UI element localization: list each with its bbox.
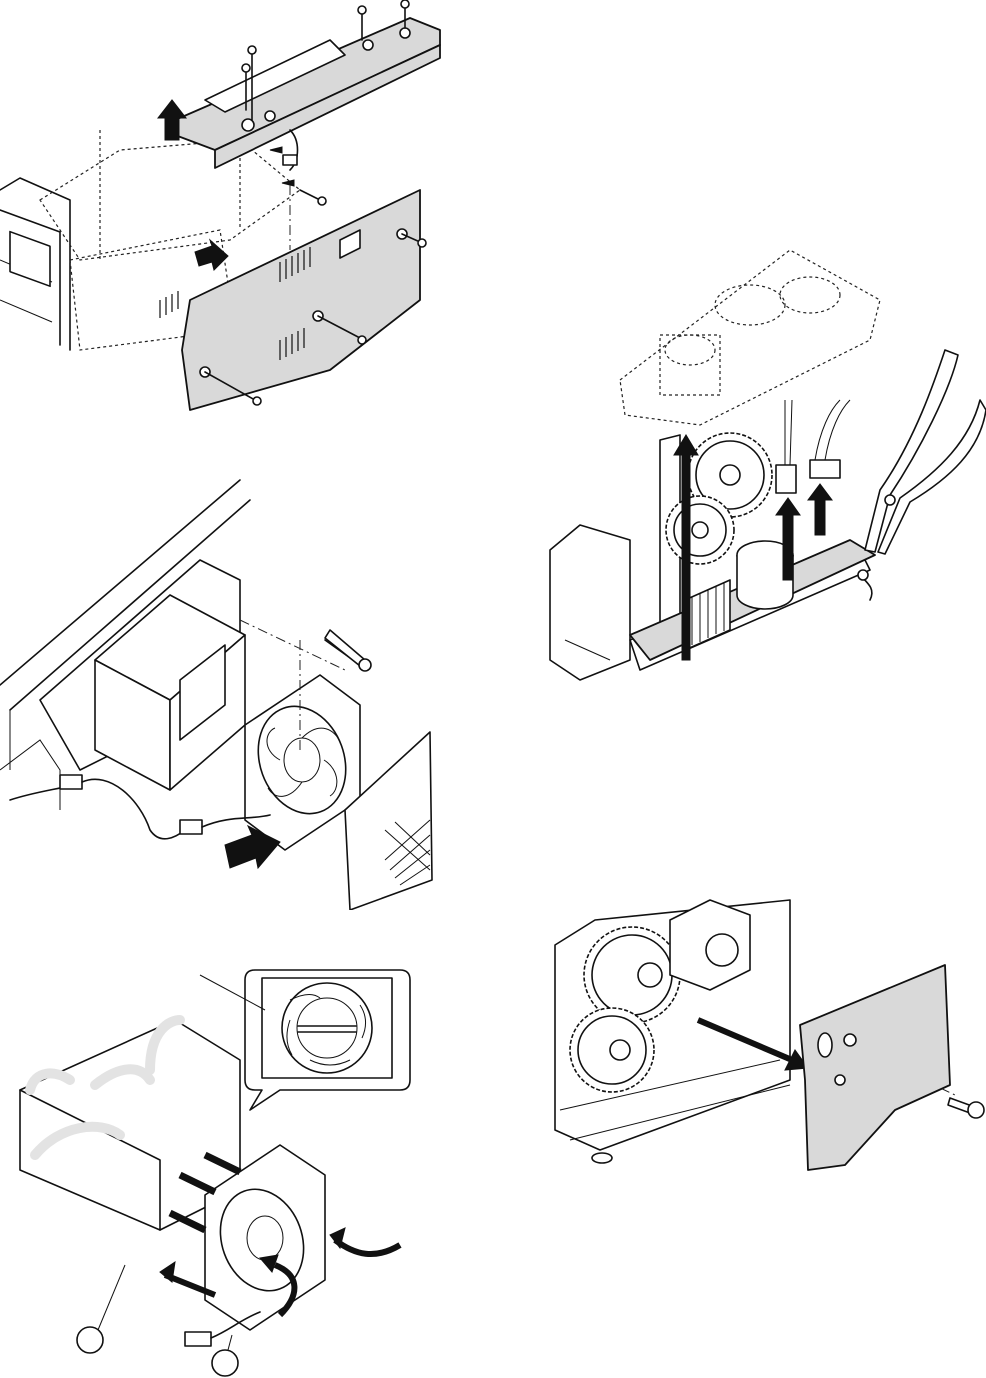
figure-board-removal [540,240,986,700]
screw-icon [948,1098,984,1118]
figure-fan-removal [0,470,470,910]
figure-bracket-removal [540,880,986,1180]
figure-fan-orientation [0,960,470,1378]
board-connector [776,400,850,493]
bracket-removal-drawing [540,880,986,1180]
motor-housing [670,900,750,990]
fan-duct [95,595,245,790]
fan-removal-drawing [0,470,470,910]
lifted-board-outline [620,250,880,425]
figure-cover-removal [0,0,470,420]
side-panel [160,190,420,410]
board-clip [858,570,872,600]
bracket-plate [800,965,950,1170]
cover-removal-drawing [0,0,470,420]
fan-unit-icon [244,675,361,850]
heatsink [685,580,730,650]
board-removal-drawing [540,240,986,700]
top-bracket [175,18,440,168]
connector-cable [270,130,326,205]
detail-callout-bubble [245,970,410,1110]
pliers-icon [865,350,986,554]
fan-cable [10,775,270,839]
fan-orientation-drawing [0,960,470,1378]
